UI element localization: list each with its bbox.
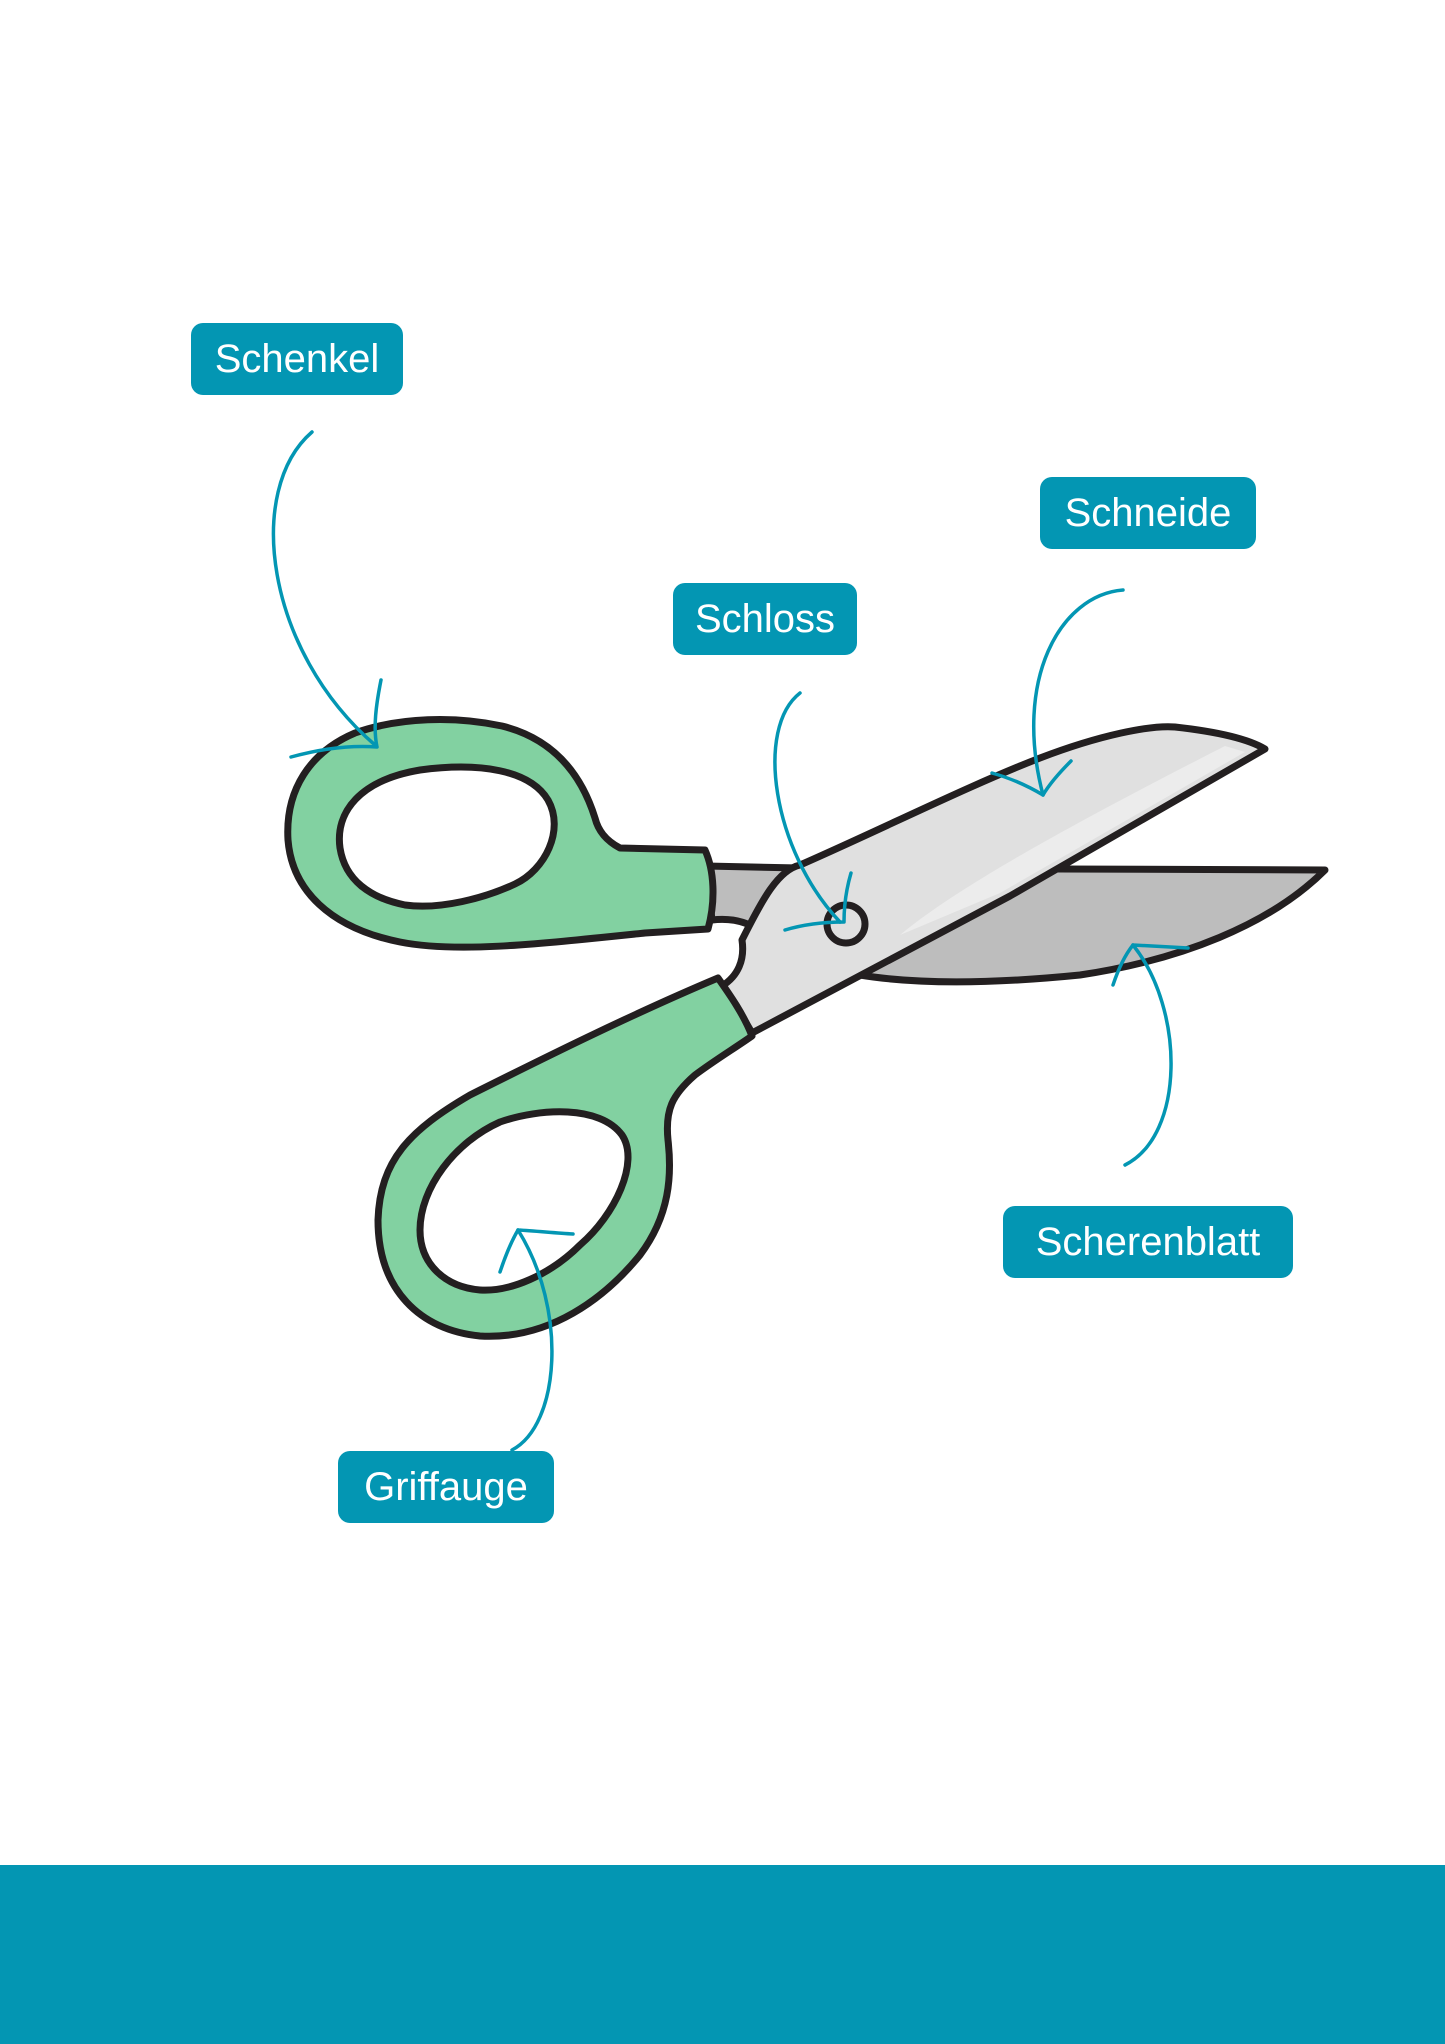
schenkel-arrowhead — [289, 678, 383, 759]
label-scherenblatt: Scherenblatt — [1003, 1206, 1293, 1278]
griffauge-arrow — [510, 1228, 554, 1452]
schneide-arrow — [1032, 588, 1125, 797]
label-schenkel: Schenkel — [191, 323, 403, 395]
scherenblatt-arrowhead — [1111, 943, 1190, 987]
griffauge-arrowhead — [498, 1228, 575, 1274]
upper-blade-highlight — [900, 746, 1245, 935]
schenkel-arrow — [271, 430, 377, 747]
callout-arrows — [271, 430, 1190, 1452]
footer-bar — [0, 1865, 1445, 2044]
lower-handle — [374, 974, 756, 1340]
scherenblatt-arrow — [1123, 943, 1173, 1167]
label-schneide: Schneide — [1040, 477, 1256, 549]
label-schloss: Schloss — [673, 583, 857, 655]
schneide-arrowhead — [990, 759, 1073, 797]
schloss-arrow — [773, 691, 842, 924]
label-griffauge: Griffauge — [338, 1451, 554, 1523]
schloss-arrowhead — [783, 871, 853, 932]
upper-handle — [284, 716, 717, 951]
